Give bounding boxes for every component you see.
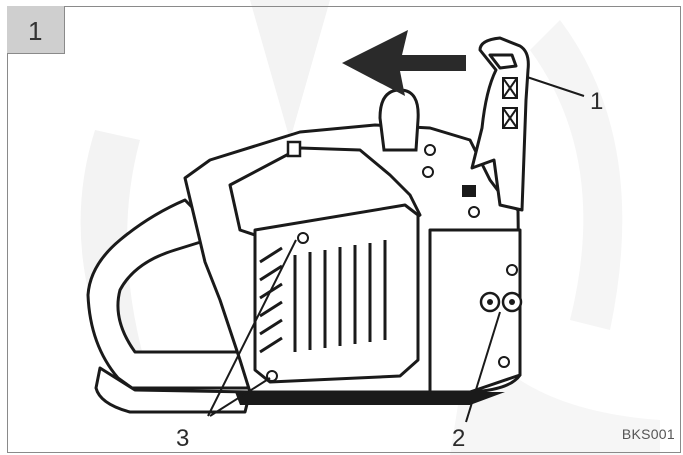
callout-bar-mounting-nuts: 2 [452,425,466,452]
figure-number: 1 [28,16,43,46]
callout-cover-screws: 3 [176,425,190,452]
figure-frame [7,6,681,453]
figure-code: BKS001 [621,426,675,442]
callout-front-handle-guard: 1 [590,88,604,115]
figure-number-box [7,6,65,54]
